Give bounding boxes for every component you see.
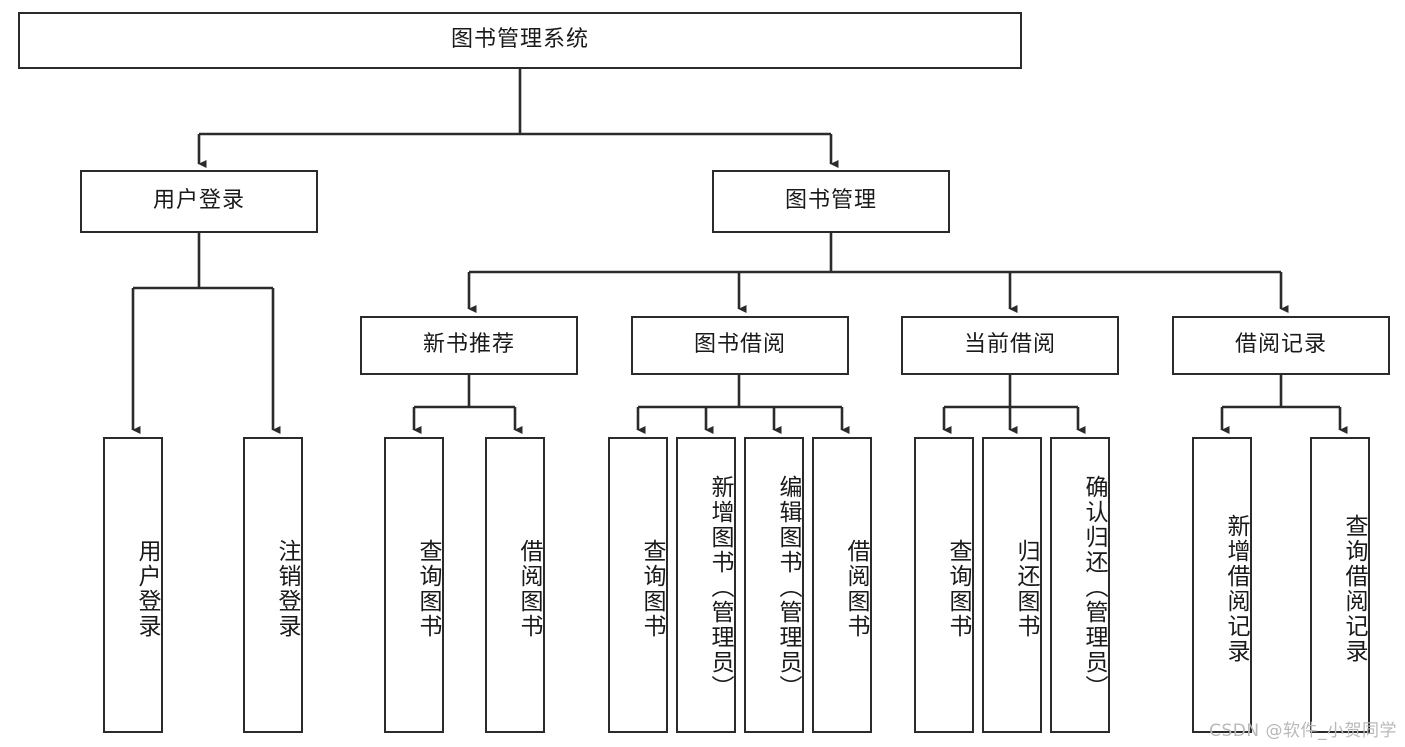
leaf-book-borrow-query[interactable]: 查询图书	[608, 437, 668, 733]
node-book-borrow[interactable]: 图书借阅	[631, 316, 849, 375]
leaf-current-borrow-query[interactable]: 查询图书	[914, 437, 974, 733]
leaf-new-book-query[interactable]: 查询图书	[384, 437, 444, 733]
leaf-user-login-logout[interactable]: 注销登录	[243, 437, 303, 733]
leaf-user-login-login[interactable]: 用户登录	[103, 437, 163, 733]
leaf-borrow-record-add[interactable]: 新增借阅记录	[1192, 437, 1252, 733]
leaf-book-borrow-edit-admin[interactable]: 编辑图书（管理员）	[744, 437, 804, 733]
node-new-book-recommend[interactable]: 新书推荐	[360, 316, 578, 375]
leaf-new-book-borrow[interactable]: 借阅图书	[485, 437, 545, 733]
csdn-watermark: CSDN @软件_小贺同学	[1209, 721, 1397, 741]
node-user-login[interactable]: 用户登录	[80, 170, 318, 233]
leaf-current-borrow-confirm-admin[interactable]: 确认归还（管理员）	[1050, 437, 1110, 733]
node-book-management[interactable]: 图书管理	[712, 170, 950, 233]
leaf-current-borrow-return[interactable]: 归还图书	[982, 437, 1042, 733]
node-root-system[interactable]: 图书管理系统	[18, 12, 1022, 69]
leaf-borrow-record-query[interactable]: 查询借阅记录	[1310, 437, 1370, 733]
leaf-book-borrow-add-admin[interactable]: 新增图书（管理员）	[676, 437, 736, 733]
node-borrow-record[interactable]: 借阅记录	[1172, 316, 1390, 375]
leaf-book-borrow-borrow[interactable]: 借阅图书	[812, 437, 872, 733]
node-current-borrow[interactable]: 当前借阅	[901, 316, 1119, 375]
